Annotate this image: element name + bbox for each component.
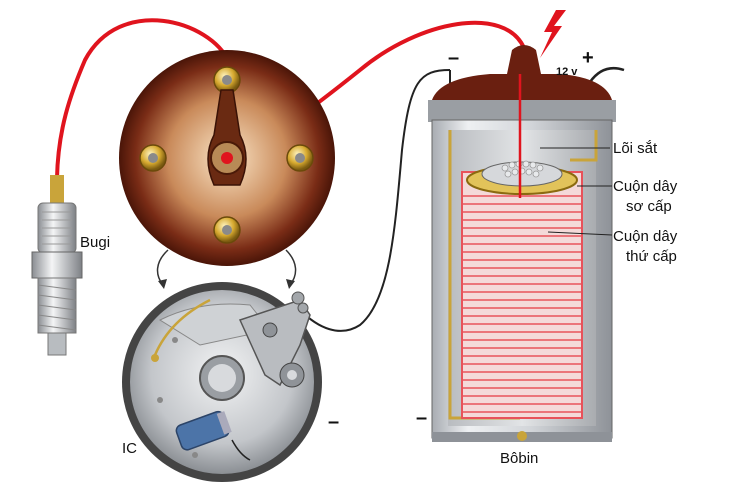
label-spark-plug: Bugi	[80, 234, 111, 251]
label-voltage: 12 v	[556, 66, 578, 78]
label-iron-core: Lõi sắt	[613, 140, 658, 157]
breaker-assembly	[122, 282, 322, 482]
lightning-bolt-icon	[540, 10, 566, 58]
label-secondary-winding-line2: thứ cấp	[626, 248, 677, 265]
ignition-coil	[428, 45, 616, 442]
primary-wire-ic-to-coil	[299, 69, 451, 332]
label-plus: +	[582, 47, 594, 69]
condenser	[175, 410, 232, 451]
label-minus-ic: –	[328, 411, 340, 433]
label-minus-top: –	[448, 47, 460, 69]
label-secondary-winding-line1: Cuộn dây	[613, 228, 678, 245]
label-ic: IC	[122, 440, 137, 457]
label-primary-winding-line2: sơ cấp	[626, 198, 672, 215]
hv-wire-to-spark-plug	[55, 18, 231, 180]
battery-wire	[588, 66, 625, 83]
iron-core	[501, 160, 544, 178]
label-minus-coil-bottom: –	[416, 407, 428, 429]
distributor-cap	[119, 50, 335, 266]
secondary-winding	[462, 195, 582, 413]
label-primary-winding-line1: Cuộn dây	[613, 178, 678, 195]
label-ignition-coil: Bôbin	[500, 450, 539, 467]
spark-plug	[31, 175, 83, 356]
